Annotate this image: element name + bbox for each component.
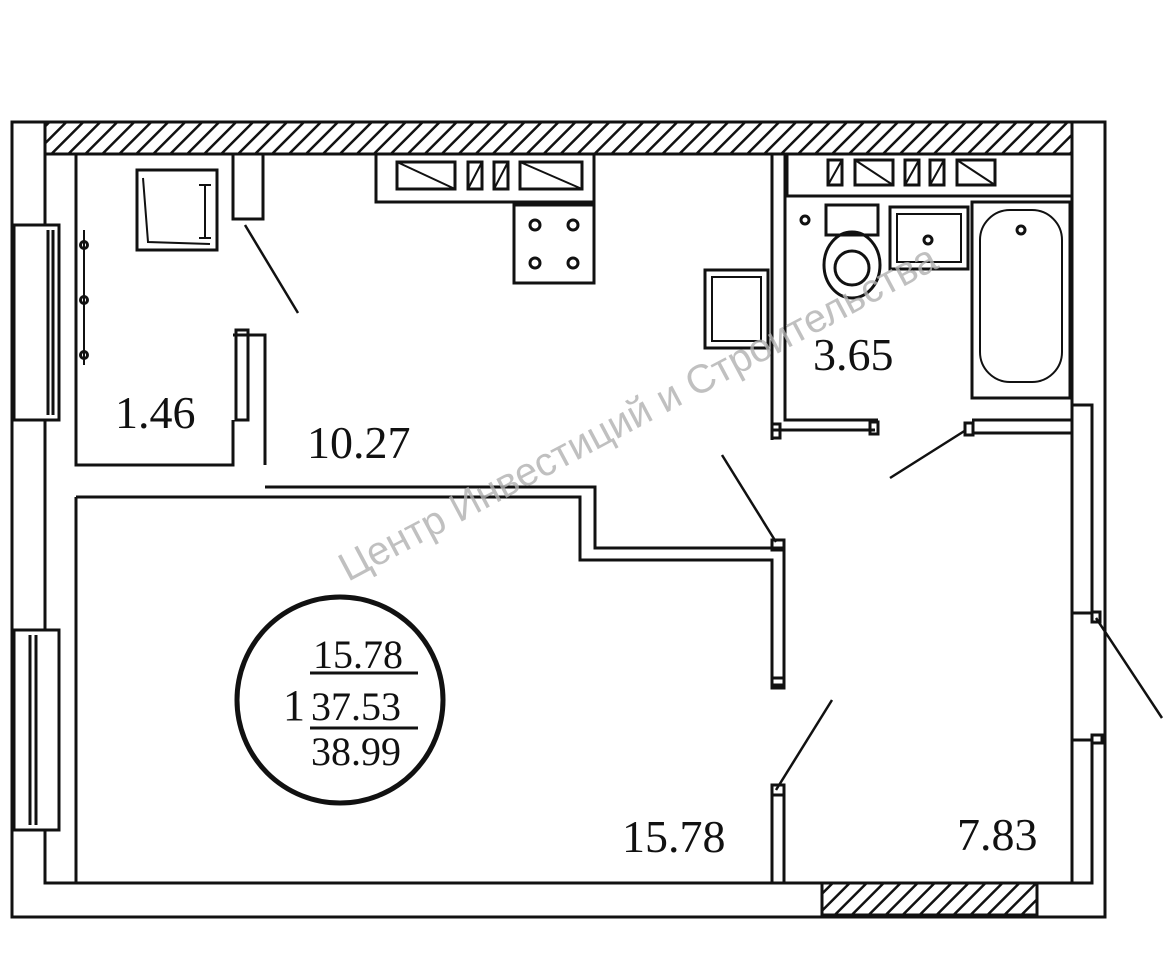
badge-total-area-with-balcony: 38.99 <box>311 729 401 774</box>
bottom-wall-hatched <box>820 881 1039 917</box>
badge-total-area: 37.53 <box>311 684 401 729</box>
balcony-partition <box>233 333 267 465</box>
kitchen-area-label: 10.27 <box>307 417 411 468</box>
kitchen-cabinet <box>703 268 770 350</box>
bathroom-counter <box>785 152 1074 198</box>
watermark: Центр Инвестиций и Строительства <box>332 236 946 590</box>
top-wall-hatched <box>43 120 1074 156</box>
stove <box>512 203 596 285</box>
bathroom-area-label: 3.65 <box>813 329 894 380</box>
hallway-area-label: 7.83 <box>957 809 1038 860</box>
kitchen-living-wall <box>76 485 786 687</box>
washer <box>135 168 219 252</box>
kitchen-counter <box>374 152 596 204</box>
toilet-tank <box>824 203 880 237</box>
sink <box>888 205 970 271</box>
bathtub <box>970 200 1072 400</box>
badge-rooms-count: 1 <box>283 681 305 730</box>
outer-wall <box>10 120 1107 919</box>
boiler <box>231 152 265 221</box>
badge-living-area: 15.78 <box>313 632 403 677</box>
balcony-area-label: 1.46 <box>115 387 196 438</box>
summary-badge <box>234 594 446 806</box>
toilet-bowl <box>822 230 882 300</box>
balcony-wall <box>74 154 235 467</box>
inner-wall-outline <box>43 122 1074 885</box>
balcony-door-leaf <box>234 328 250 422</box>
living-room-area-label: 15.78 <box>622 811 726 862</box>
